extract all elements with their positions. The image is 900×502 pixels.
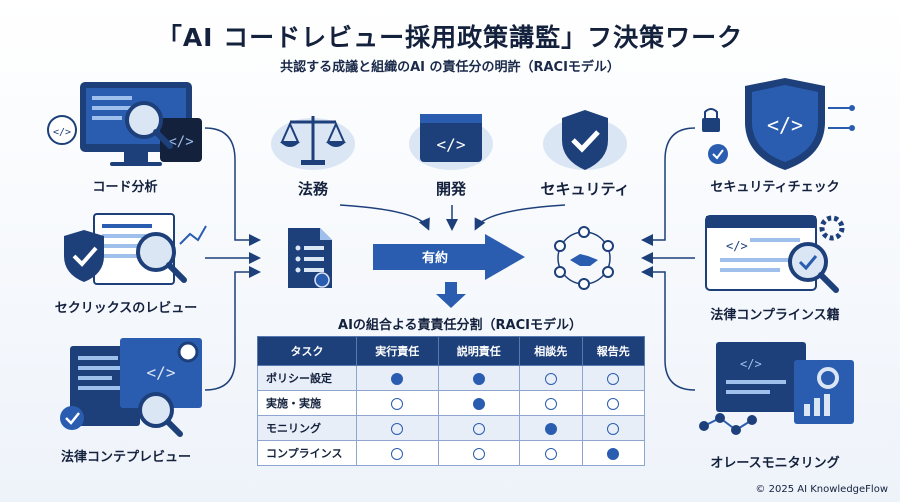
filled-circle-icon: [472, 397, 485, 410]
shield-check-icon: [540, 104, 630, 174]
stakeholder-dev-label: 開発: [435, 180, 466, 198]
table-row: 実施・実施: [257, 390, 646, 416]
code-analysis-icon: </> </>: [40, 78, 210, 173]
svg-text:</>: </>: [767, 113, 803, 137]
raci-header-informed: 報告先: [581, 336, 646, 366]
policy-document-icon: [282, 226, 338, 292]
right-label-monitoring: オレースモニタリング: [710, 456, 840, 471]
raci-body: ポリシー設定実施・実施モニリングコンプラインス: [257, 365, 646, 466]
filled-circle-icon: [607, 447, 620, 460]
empty-circle-icon: [391, 447, 404, 460]
raci-cell: [519, 415, 583, 441]
empty-circle-icon: [607, 397, 620, 410]
raci-cell: [581, 440, 646, 466]
raci-task-cell: モニリング: [257, 415, 357, 441]
raci-cell: [437, 365, 521, 391]
raci-cell: [581, 415, 646, 441]
left-label-legal-review: 法律コンテプレビュー: [60, 450, 191, 465]
stakeholder-security-label: セキュリティ: [540, 180, 630, 198]
svg-text:</>: </>: [740, 357, 762, 371]
empty-circle-icon: [607, 422, 620, 435]
empty-circle-icon: [472, 422, 485, 435]
svg-text:</>: </>: [437, 135, 466, 154]
code-window-icon: </>: [406, 104, 496, 174]
shield-code-icon: </>: [690, 78, 860, 173]
legal-review-icon: </>: [40, 338, 210, 438]
empty-circle-icon: [391, 397, 404, 410]
raci-cell: [437, 440, 521, 466]
svg-text:</>: </>: [726, 239, 748, 253]
raci-cell: [437, 390, 521, 416]
stakeholder-legal-label: 法務: [297, 180, 328, 198]
scales-icon: [268, 104, 358, 174]
raci-cell: [356, 390, 439, 416]
raci-cell: [519, 440, 583, 466]
empty-circle-icon: [607, 372, 620, 385]
raci-cell: [519, 390, 583, 416]
page-title: 「AI コードレビュー採用政策講監」フ決策ワーク: [156, 23, 744, 52]
monitoring-icon: </>: [690, 338, 860, 438]
empty-circle-icon: [472, 447, 485, 460]
flow-arrow-label: 有約: [421, 251, 448, 266]
security-review-icon: [40, 208, 210, 293]
empty-circle-icon: [544, 397, 557, 410]
filled-circle-icon: [391, 372, 404, 385]
raci-cell: [437, 415, 521, 441]
collaboration-network-icon: [548, 222, 620, 294]
raci-header-task: タスク: [257, 336, 357, 366]
svg-text:</>: </>: [53, 127, 71, 138]
raci-header-accountable: 説明責任: [437, 336, 521, 366]
copyright-footer: © 2025 AI KnowledgeFlow: [755, 484, 888, 495]
filled-circle-icon: [544, 422, 557, 435]
raci-cell: [581, 365, 646, 391]
raci-cell: [356, 365, 439, 391]
empty-circle-icon: [391, 422, 404, 435]
flow-arrow-icon: [373, 234, 525, 280]
left-label-security-review: セクリックスのレビュー: [54, 301, 198, 316]
raci-table: タスク 実行責任 説明責任 相談先 報告先 ポリシー設定実施・実施モニリングコン…: [257, 336, 646, 466]
raci-cell: [519, 365, 583, 391]
raci-header-responsible: 実行責任: [356, 336, 439, 366]
raci-table-title: AIの組合よる責責任分割（RACIモデル）: [338, 318, 582, 333]
right-label-compliance: 法律コンプラインス籍: [710, 308, 840, 323]
table-row: モニリング: [257, 415, 646, 441]
raci-header-consulted: 相談先: [519, 336, 583, 366]
down-arrow-icon: [436, 282, 466, 308]
filled-circle-icon: [472, 372, 485, 385]
svg-text:</>: </>: [168, 134, 193, 150]
raci-task-cell: 実施・実施: [257, 390, 357, 416]
svg-text:</>: </>: [147, 363, 176, 382]
compliance-check-icon: </>: [690, 208, 860, 300]
raci-cell: [356, 440, 439, 466]
raci-header-row: タスク 実行責任 説明責任 相談先 報告先: [257, 336, 646, 366]
page-subtitle: 共認する成議と組織のAI の責任分の明許（RACIモデル）: [280, 60, 620, 75]
raci-task-cell: ポリシー設定: [257, 365, 357, 391]
raci-cell: [356, 415, 439, 441]
table-row: コンプラインス: [257, 440, 646, 466]
empty-circle-icon: [544, 447, 557, 460]
left-label-code-analysis: コード分析: [92, 180, 158, 195]
raci-task-cell: コンプラインス: [257, 440, 357, 466]
empty-circle-icon: [544, 372, 557, 385]
table-row: ポリシー設定: [257, 365, 646, 391]
right-label-security-check: セキュリティチェック: [710, 180, 840, 195]
raci-cell: [581, 390, 646, 416]
